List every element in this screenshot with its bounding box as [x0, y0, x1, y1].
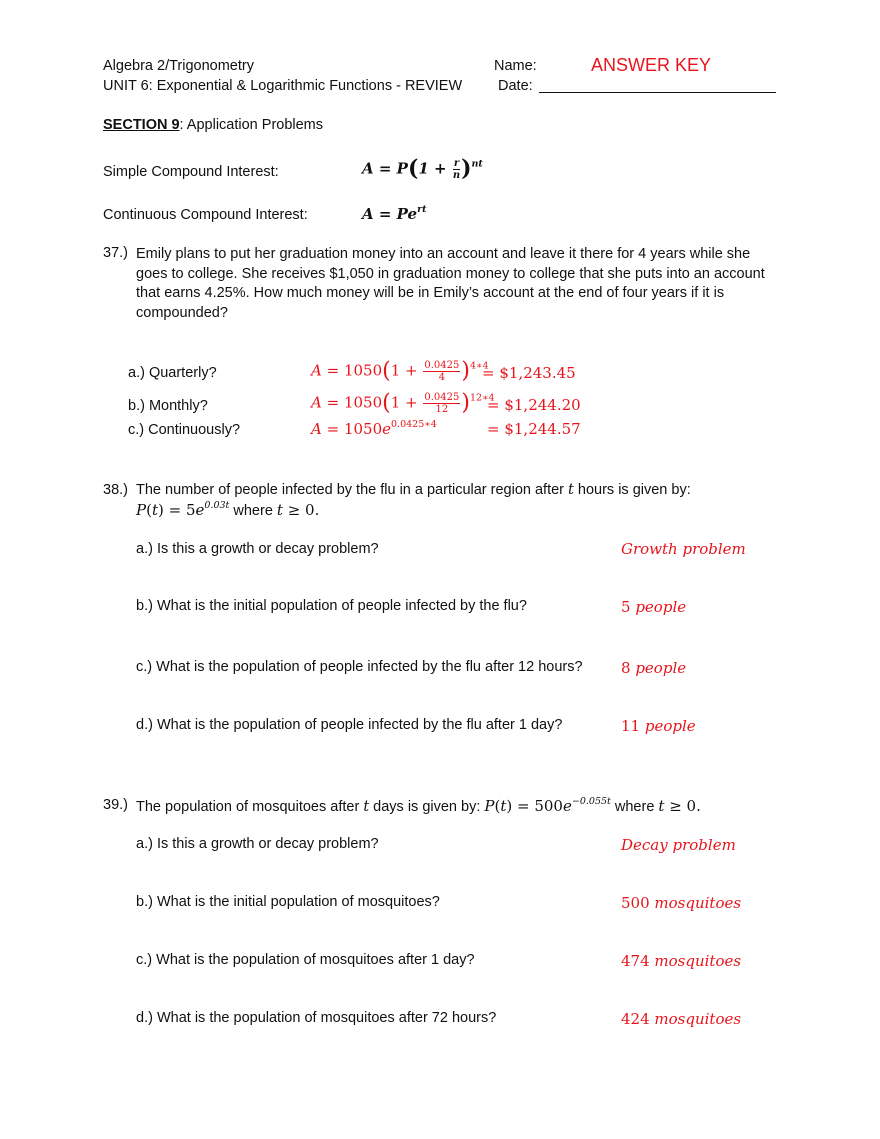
- q38-where: where: [233, 503, 273, 519]
- q39c-label: c.) What is the population of mosquitoes…: [136, 952, 475, 968]
- q38c-answer: 8 people: [621, 659, 687, 677]
- q37c-label: c.) Continuously?: [128, 422, 241, 438]
- q38b-answer: 5 people: [621, 598, 687, 616]
- date-label: Date:: [498, 78, 533, 94]
- q37b-label: b.) Monthly?: [128, 398, 208, 414]
- q39a-answer: Decay problem: [621, 836, 736, 854]
- q39b-label: b.) What is the initial population of mo…: [136, 894, 440, 910]
- q38c-label: c.) What is the population of people inf…: [136, 659, 583, 675]
- q38-intro-text: The number of people infected by the flu…: [136, 482, 565, 498]
- q38a-answer: Growth problem: [621, 540, 746, 558]
- continuous-interest-label: Continuous Compound Interest:: [103, 207, 308, 223]
- q38d-label: d.) What is the population of people inf…: [136, 717, 563, 733]
- simple-interest-label: Simple Compound Interest:: [103, 164, 279, 180]
- q38b-label: b.) What is the initial population of pe…: [136, 598, 527, 614]
- q38-number: 38.): [103, 482, 128, 498]
- course-title: Algebra 2/Trigonometry: [103, 58, 254, 74]
- q37a-result: = $1,243.45: [482, 364, 576, 382]
- name-label: Name:: [494, 58, 537, 74]
- q39a-label: a.) Is this a growth or decay problem?: [136, 836, 379, 852]
- q38-intro: The number of people infected by the flu…: [136, 482, 691, 498]
- q39-number: 39.): [103, 797, 128, 813]
- q37c-work: A = 1050e0.0425∗4: [311, 419, 437, 438]
- q38a-label: a.) Is this a growth or decay problem?: [136, 541, 379, 557]
- q39b-answer: 500 mosquitoes: [621, 894, 742, 912]
- q38d-answer: 11 people: [621, 717, 696, 735]
- continuous-interest-formula: A = Pert: [362, 204, 427, 223]
- q37a-label: a.) Quarterly?: [128, 365, 217, 381]
- section-heading: SECTION 9: Application Problems: [103, 117, 323, 133]
- date-line: [539, 92, 776, 93]
- q38-variable-t: t: [568, 482, 574, 498]
- q38-function: P(t) = 5e0.03t where t ≥ 0.: [136, 500, 320, 519]
- q38-intro-end: hours is given by:: [577, 482, 691, 498]
- q37-number: 37.): [103, 245, 128, 261]
- answer-key-label: ANSWER KEY: [591, 55, 712, 75]
- q39d-answer: 424 mosquitoes: [621, 1010, 742, 1028]
- q39d-label: d.) What is the population of mosquitoes…: [136, 1010, 497, 1026]
- section-label: SECTION 9: [103, 117, 180, 133]
- q39c-answer: 474 mosquitoes: [621, 952, 742, 970]
- section-title: : Application Problems: [179, 117, 324, 133]
- q39-intro: The population of mosquitoes after t day…: [136, 796, 701, 815]
- q37b-result: = $1,244.20: [487, 396, 581, 414]
- q37-text: Emily plans to put her graduation money …: [136, 246, 765, 321]
- unit-title: UNIT 6: Exponential & Logarithmic Functi…: [103, 78, 463, 94]
- q37c-result: = $1,244.57: [487, 420, 581, 438]
